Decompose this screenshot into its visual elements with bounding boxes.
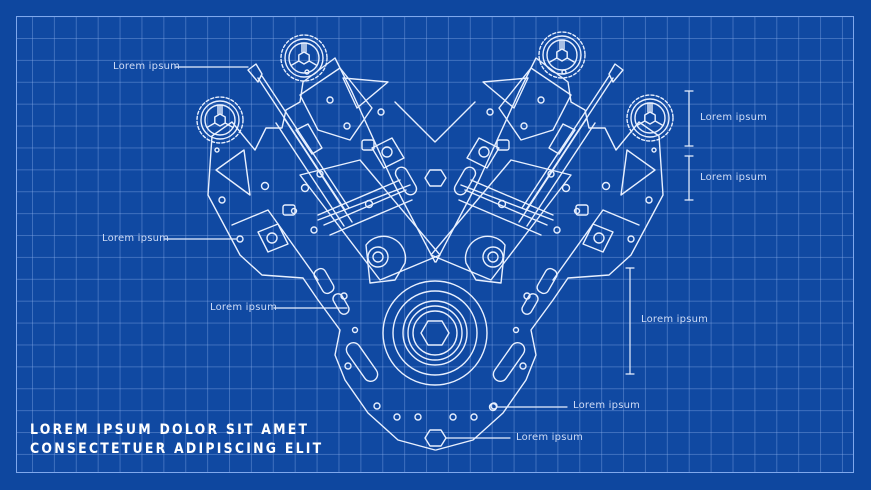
callout-label-mount-hole-left: Lorem ipsum: [102, 233, 170, 244]
callout-label-dim-upper-1: Lorem ipsum: [700, 112, 768, 123]
blueprint-title: LOREM IPSUM DOLOR SIT AMET CONSECTETUER …: [30, 421, 323, 459]
callout-label-bolt-bottom: Lorem ipsum: [516, 432, 584, 443]
blueprint-grid-frame: [16, 16, 854, 473]
callout-label-slot-left: Lorem ipsum: [210, 302, 278, 313]
callout-label-injector-left: Lorem ipsum: [113, 61, 181, 72]
title-line-2: CONSECTETUER ADIPISCING ELIT: [30, 441, 324, 457]
callout-label-dim-lower: Lorem ipsum: [641, 314, 709, 325]
title-line-1: LOREM IPSUM DOLOR SIT AMET: [30, 422, 310, 438]
callout-label-dim-upper-2: Lorem ipsum: [700, 172, 768, 183]
callout-label-hole-bottom: Lorem ipsum: [573, 400, 641, 411]
